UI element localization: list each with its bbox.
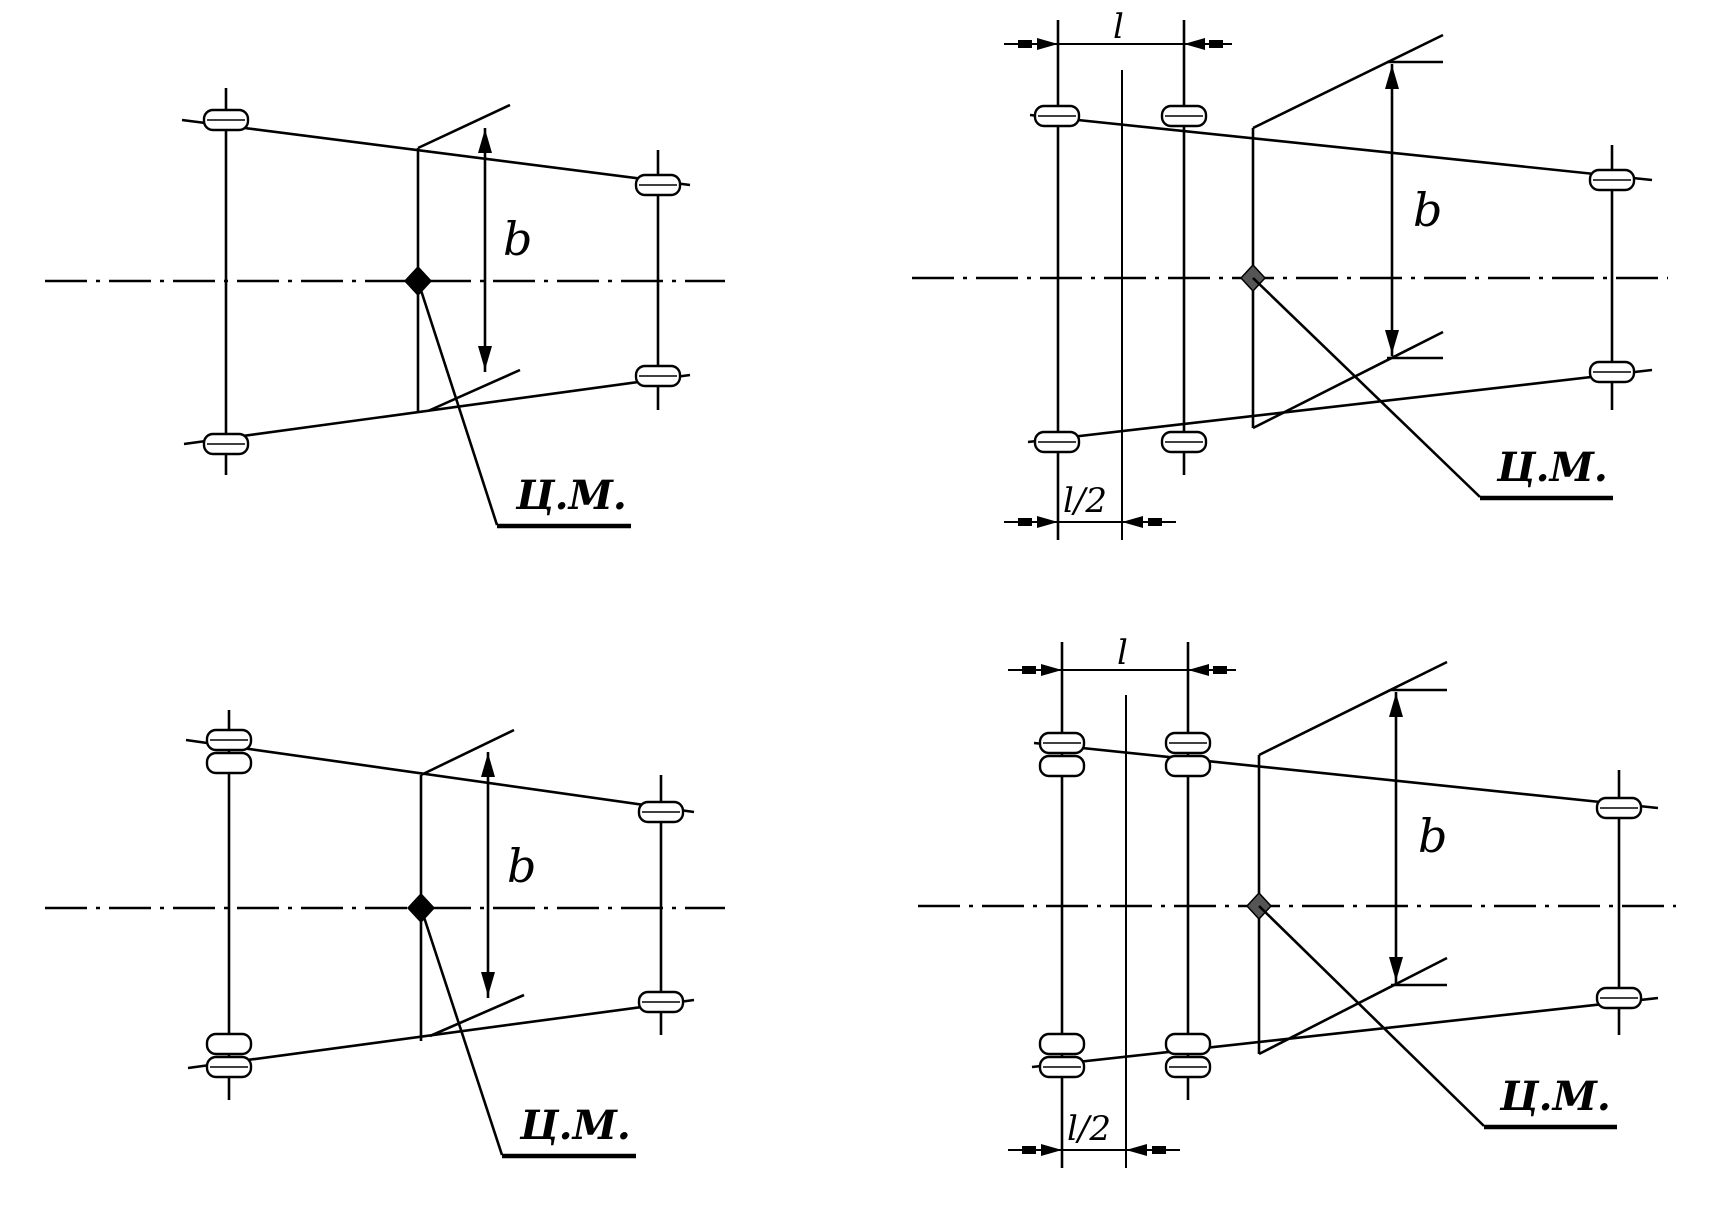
dual-wheel-rear-top — [205, 728, 253, 775]
dimension-arrow-bottom — [478, 346, 492, 370]
dimension-half-l-tick-left — [1018, 518, 1032, 526]
dimension-arrow-top — [478, 129, 492, 153]
center-of-mass-label: Ц.М. — [519, 1102, 631, 1149]
wheel-front-top — [1595, 796, 1643, 820]
upper-body-line — [185, 738, 695, 814]
dimension-half-l-tick-right — [1148, 518, 1162, 526]
upper-turn-line — [1258, 660, 1448, 757]
upper-body-line — [181, 118, 691, 187]
dimension-l-label: l — [1113, 7, 1124, 47]
dimension-l-label: l — [1117, 633, 1128, 673]
dual-wheel-rear2-bottom — [1164, 1032, 1212, 1079]
lower-body-line — [187, 998, 695, 1070]
wheel-front-bottom — [637, 990, 685, 1014]
dual-wheel-rear-bottom — [205, 1032, 253, 1079]
panel-top-right: b Ц.М. l l/2 — [912, 7, 1668, 540]
upper-body-line — [1029, 113, 1653, 182]
panel-bottom-left: b Ц.М. — [45, 710, 725, 1159]
lower-turn-line — [429, 993, 525, 1038]
wheel-rear2-top — [1160, 104, 1208, 128]
dimension-half-l-arrow-right — [1122, 516, 1143, 528]
dimension-half-l-arrow-left — [1041, 1144, 1062, 1156]
cm-leader-line — [416, 280, 499, 526]
dimension-l-arrow-right — [1184, 38, 1205, 50]
wheel-front-bottom — [634, 364, 682, 388]
dual-wheel-rear2-top — [1164, 731, 1212, 778]
panel-top-left: b Ц.М. — [45, 88, 725, 529]
dimension-half-l-arrow-right — [1126, 1144, 1147, 1156]
lower-body-line — [1027, 368, 1653, 444]
dimension-l-arrow-left — [1041, 664, 1062, 676]
wheel-front-top — [634, 173, 682, 197]
wheel-front-bottom — [1588, 360, 1636, 384]
upper-turn-line — [1252, 33, 1444, 130]
cm-leader-line — [1252, 277, 1481, 498]
dimension-l-tick-left — [1022, 666, 1036, 674]
dimension-b-label: b — [507, 839, 536, 893]
lower-turn-line — [1258, 956, 1448, 1056]
lower-turn-line — [427, 368, 521, 413]
wheel-rear-bottom — [202, 432, 250, 456]
panel-bottom-right: b Ц.М. l l/2 — [918, 633, 1676, 1168]
dimension-l-arrow-right — [1188, 664, 1209, 676]
upper-body-line — [1033, 741, 1659, 810]
wheel-front-bottom — [1595, 986, 1643, 1010]
lower-turn-line — [1252, 330, 1444, 430]
lower-body-line — [183, 373, 691, 446]
dimension-b-label: b — [1418, 809, 1447, 863]
cm-leader-line — [419, 907, 504, 1156]
dimension-l-arrow-left — [1037, 38, 1058, 50]
wheel-front-top — [637, 800, 685, 824]
center-of-mass-label: Ц.М. — [515, 472, 627, 519]
wheel-rear-top — [202, 108, 250, 132]
cm-leader-line — [1258, 905, 1485, 1127]
dimension-l-tick-right — [1213, 666, 1227, 674]
center-of-mass-label: Ц.М. — [1499, 1073, 1611, 1120]
dimension-half-l-tick-left — [1022, 1146, 1036, 1154]
dimension-arrow-bottom — [1385, 330, 1399, 354]
center-of-mass-label: Ц.М. — [1496, 444, 1608, 491]
dimension-b-label: b — [503, 212, 532, 266]
wheel-rear2-bottom — [1160, 430, 1208, 454]
dimension-b-label: b — [1413, 183, 1442, 237]
dimension-arrow-top — [1389, 693, 1403, 717]
dimension-half-l-tick-right — [1152, 1146, 1166, 1154]
dimension-arrow-bottom — [1389, 957, 1403, 981]
wheel-front-top — [1588, 168, 1636, 192]
dimension-half-l-label: l/2 — [1063, 481, 1107, 521]
dual-wheel-rear1-bottom — [1038, 1032, 1086, 1079]
dual-wheel-rear1-top — [1038, 731, 1086, 778]
lower-body-line — [1031, 996, 1659, 1069]
dimension-half-l-arrow-left — [1037, 516, 1058, 528]
dimension-half-l-label: l/2 — [1067, 1109, 1111, 1149]
wheel-rear1-top — [1033, 104, 1081, 128]
dimension-arrow-top — [481, 753, 495, 777]
upper-turn-line — [417, 103, 511, 150]
wheel-rear1-bottom — [1033, 430, 1081, 454]
dimension-arrow-top — [1385, 65, 1399, 89]
dimension-arrow-bottom — [481, 972, 495, 996]
dimension-l-tick-left — [1018, 40, 1032, 48]
dimension-l-tick-right — [1209, 40, 1223, 48]
upper-turn-line — [420, 728, 515, 777]
